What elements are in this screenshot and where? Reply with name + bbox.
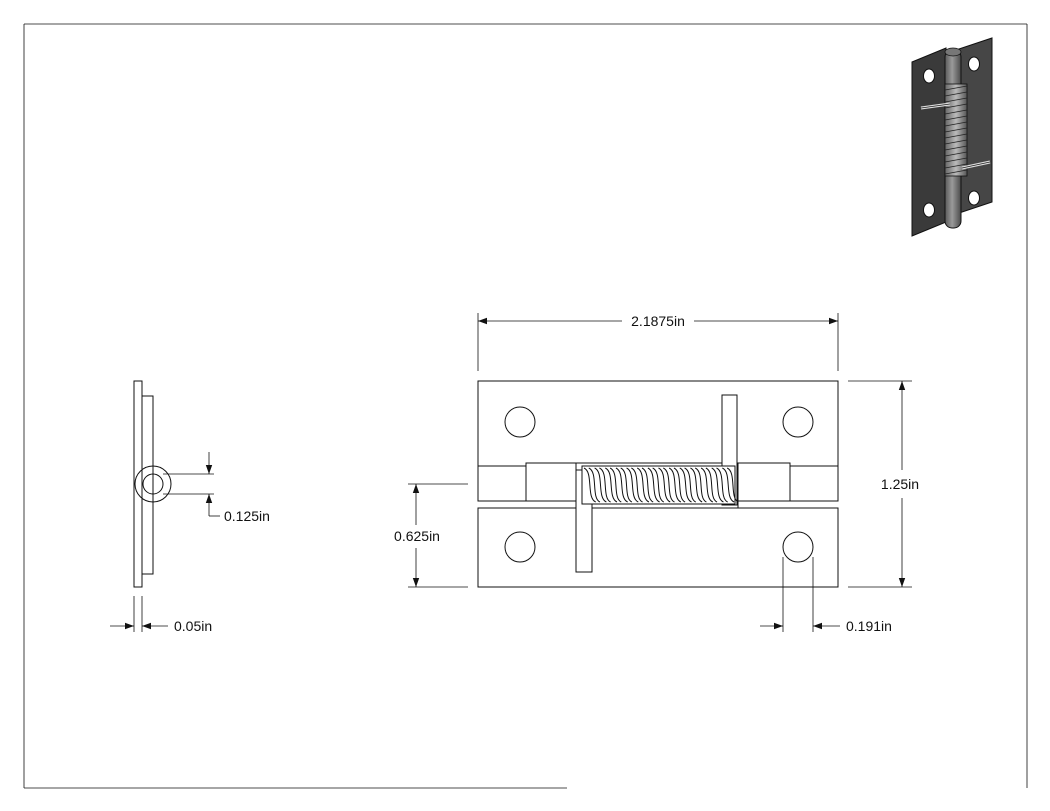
pin-diameter-dimension: 0.125in bbox=[224, 508, 270, 524]
coil-turn bbox=[626, 467, 639, 503]
overall-height-dimension: 1.25in bbox=[881, 476, 919, 492]
coil-turn bbox=[705, 467, 718, 503]
half-height-dimension-lines bbox=[408, 483, 468, 588]
coil-turn bbox=[609, 467, 622, 503]
height-dimension-lines bbox=[848, 380, 912, 588]
coil-turn bbox=[658, 467, 671, 503]
coil-turn bbox=[722, 467, 735, 503]
preview-hole-icon bbox=[923, 68, 935, 84]
coil-turn bbox=[641, 467, 654, 503]
preview-hole-icon bbox=[968, 190, 980, 206]
coil-turn bbox=[726, 467, 739, 503]
preview-hole-icon bbox=[923, 202, 935, 218]
front-view bbox=[477, 380, 839, 588]
coil-turn bbox=[588, 467, 601, 503]
coil-turn bbox=[662, 467, 675, 503]
coil-turn bbox=[636, 467, 650, 503]
coil-turn bbox=[673, 467, 686, 503]
coil-turn bbox=[631, 467, 643, 503]
leaf-thickness-dimension: 0.05in bbox=[174, 618, 212, 634]
coil-turn bbox=[583, 467, 597, 503]
coil-turn bbox=[615, 467, 628, 503]
coil-turn bbox=[700, 467, 714, 503]
sheet-border bbox=[23, 23, 1028, 789]
length-dimension-lines bbox=[477, 313, 839, 371]
mounting-hole-icon bbox=[782, 531, 814, 563]
coil-turn bbox=[604, 467, 618, 503]
mounting-hole-icon bbox=[504, 531, 536, 563]
hole-dimension-lines bbox=[760, 557, 840, 632]
coil-turn bbox=[652, 467, 665, 503]
coil-turn bbox=[694, 467, 707, 503]
coil-turn bbox=[716, 467, 728, 503]
coil-turn bbox=[711, 467, 724, 503]
side-view bbox=[110, 380, 220, 632]
coil-turn bbox=[647, 467, 660, 503]
half-height-dimension: 0.625in bbox=[394, 528, 440, 544]
coil-turn bbox=[679, 467, 692, 503]
mounting-hole-icon bbox=[782, 406, 814, 438]
hole-diameter-dimension: 0.191in bbox=[846, 618, 892, 634]
coil-turn bbox=[599, 467, 611, 503]
isometric-hinge-render bbox=[911, 37, 993, 237]
coil-turn bbox=[684, 467, 697, 503]
coil-turn bbox=[690, 467, 703, 503]
preview-hole-icon bbox=[968, 56, 980, 72]
coil-turn bbox=[668, 467, 682, 503]
mounting-hole-icon bbox=[504, 406, 536, 438]
spring-coil bbox=[583, 467, 739, 503]
coil-turn bbox=[620, 467, 633, 503]
overall-length-dimension: 2.1875in bbox=[631, 313, 685, 329]
coil-turn bbox=[594, 467, 607, 503]
